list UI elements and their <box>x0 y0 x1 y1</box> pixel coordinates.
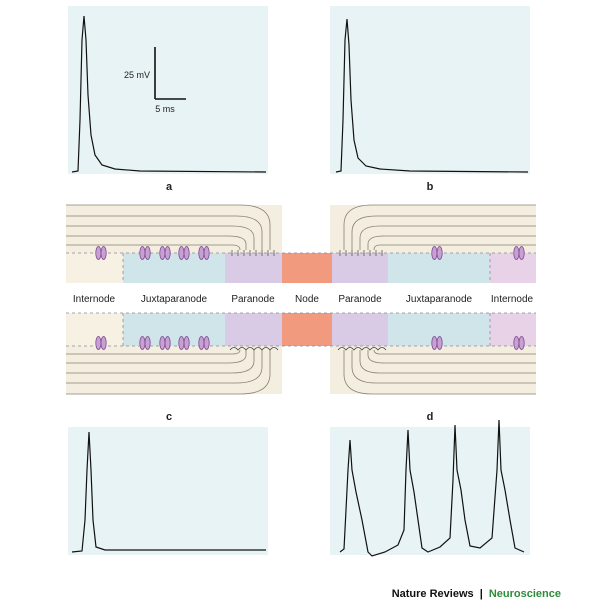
trace-d <box>339 419 525 557</box>
region-label-node: Node <box>295 294 319 305</box>
detached-paranode-loops <box>229 347 387 351</box>
paranode-right-top <box>332 253 388 283</box>
juxta-left-top <box>123 253 225 283</box>
scale-bar-voltage-label: 25 mV <box>124 70 150 80</box>
node-bottom <box>282 313 332 346</box>
panel-label-c: c <box>166 411 172 423</box>
myelin-left-bottom <box>66 346 282 394</box>
juxta-left-bottom <box>123 313 225 346</box>
scale-bar: 25 mV 5 ms <box>124 47 186 114</box>
myelin-lamellae-bottom <box>66 349 536 395</box>
myelin-right-bottom <box>330 346 536 394</box>
region-label-paranode-right: Paranode <box>338 294 382 305</box>
myelin-lamellae-top <box>66 204 536 251</box>
footer-separator: | <box>480 588 483 600</box>
panel-d-background <box>330 427 530 555</box>
panel-label-a: a <box>166 181 173 193</box>
panel-b-background <box>330 6 530 174</box>
trace-b <box>335 18 529 173</box>
septate-junctions <box>231 250 383 256</box>
trace-c <box>71 431 266 553</box>
panel-label-b: b <box>427 181 434 193</box>
paranode-left-bottom <box>225 313 282 346</box>
myelin-left-top <box>66 205 282 253</box>
node-top <box>282 253 332 283</box>
region-label-internode-left: Internode <box>73 294 116 305</box>
panel-c-background <box>68 427 268 555</box>
internode-right-top <box>490 253 536 283</box>
scale-bar-time-label: 5 ms <box>155 104 175 114</box>
footer-credit: Nature Reviews | Neuroscience <box>392 588 561 600</box>
region-label-internode-right: Internode <box>491 294 534 305</box>
internode-right-bottom <box>490 313 536 346</box>
region-label-juxtaparanode-left: Juxtaparanode <box>141 294 208 305</box>
axon-diagram: Internode Juxtaparanode Paranode Node Pa… <box>66 204 536 395</box>
label-band <box>66 283 536 313</box>
myelin-right-top <box>330 205 536 253</box>
trace-a <box>71 15 267 173</box>
region-label-paranode-left: Paranode <box>231 294 275 305</box>
region-label-juxtaparanode-right: Juxtaparanode <box>406 294 473 305</box>
footer-section: Neuroscience <box>489 588 561 600</box>
panel-a-background <box>68 6 268 174</box>
footer-journal: Nature Reviews <box>392 588 474 600</box>
paranode-left-top <box>225 253 282 283</box>
paranode-right-bottom <box>332 313 388 346</box>
panel-label-d: d <box>427 411 434 423</box>
